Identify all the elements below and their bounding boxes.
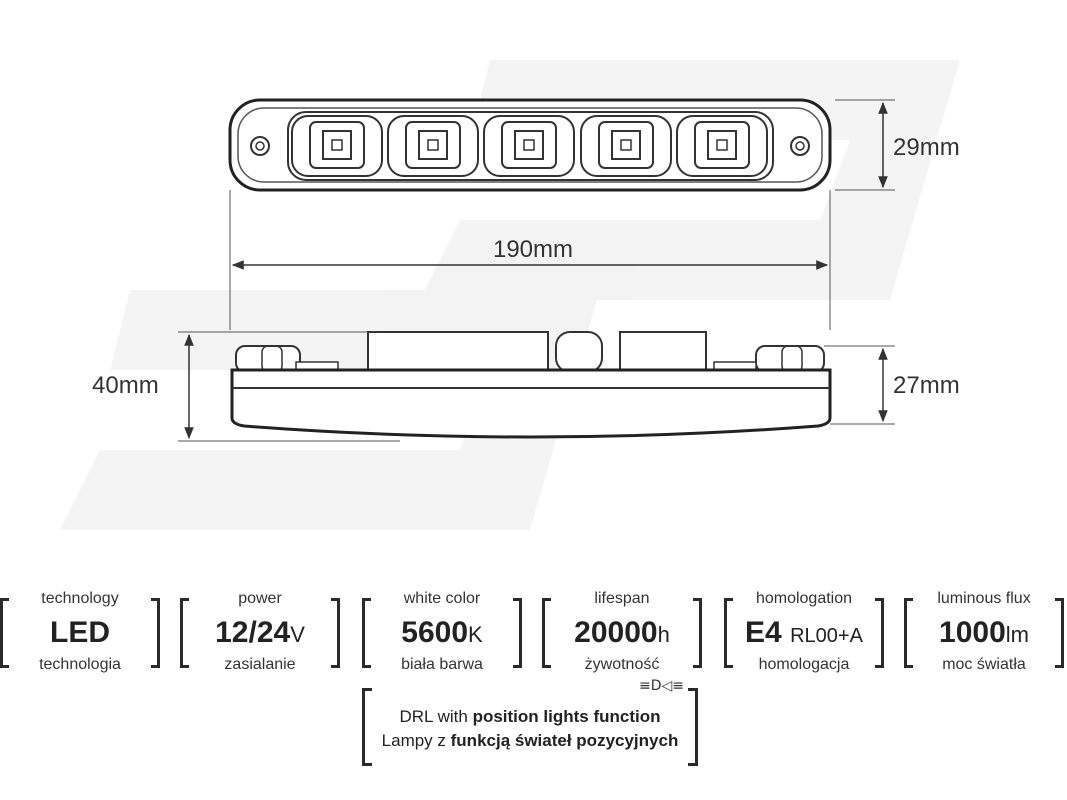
spec-value: 12/24 — [215, 616, 291, 649]
depth-side-label: 27mm — [893, 372, 960, 399]
lamp-side-view — [230, 331, 832, 439]
spec-lifespan: lifespan 20000h żywotność — [542, 590, 702, 673]
drl-line-pl: Lampy z funkcją świateł pozycyjnych — [362, 731, 698, 751]
bracket-left — [180, 598, 189, 668]
spec-value: 5600 — [401, 616, 469, 649]
spec-label-pl: technologia — [35, 656, 125, 673]
spec-label-pl: zasialanie — [220, 656, 300, 673]
spec-value: E4 — [745, 616, 782, 649]
dimension-height-top: 29mm — [835, 99, 960, 191]
drl-line-en: DRL with position lights function — [362, 707, 698, 727]
led-module — [291, 115, 383, 177]
spec-label-en: homologation — [751, 590, 857, 607]
drl-line-en-bold: position lights function — [472, 707, 661, 726]
spec-label-en: power — [234, 590, 286, 607]
spec-unit: K — [468, 622, 483, 647]
dimension-depth-side: 27mm — [824, 345, 960, 425]
position-light-symbol-icon: ≡D◁≡ — [638, 678, 684, 694]
spec-unit: V — [290, 622, 305, 647]
spec-power: power 12/24V zasialanie — [180, 590, 340, 673]
spec-value: 1000 — [939, 616, 1006, 649]
lamp-top-view — [228, 98, 832, 192]
spec-label-en: lifespan — [590, 590, 654, 607]
height-top-label: 29mm — [893, 134, 960, 161]
spec-homologation: homologation E4 RL00+A homologacja — [724, 590, 884, 673]
drl-line-en-normal: DRL with — [399, 707, 473, 726]
bracket-right — [688, 688, 698, 766]
bracket-left — [724, 598, 733, 668]
spec-unit: lm — [1005, 622, 1029, 647]
spec-unit: h — [657, 622, 670, 647]
bracket-left — [904, 598, 913, 668]
spec-technology: technology LED technologia — [0, 590, 160, 673]
bracket-left — [0, 598, 9, 668]
bracket-right — [151, 598, 160, 668]
mount-hole-left — [250, 136, 270, 156]
dimension-length: 190mm — [229, 190, 831, 330]
drl-function-box: ≡D◁≡ DRL with position lights function L… — [362, 678, 698, 768]
led-module — [387, 115, 479, 177]
bracket-left — [362, 598, 371, 668]
spec-luminous-flux: luminous flux 1000lm moc światła — [904, 590, 1064, 673]
spec-label-en: white color — [399, 590, 485, 607]
mount-hole-right — [790, 136, 810, 156]
spec-label-pl: żywotność — [580, 656, 664, 673]
bracket-right — [331, 598, 340, 668]
spec-value: 20000 — [574, 616, 658, 649]
bracket-right — [693, 598, 702, 668]
bracket-right — [513, 598, 522, 668]
drl-line-pl-normal: Lampy z — [381, 731, 451, 750]
spec-label-en: technology — [37, 590, 123, 607]
drl-line-pl-bold: funkcją świateł pozycyjnych — [450, 731, 679, 750]
spec-label-en: luminous flux — [933, 590, 1035, 607]
spec-label-pl: moc światła — [938, 656, 1030, 673]
technical-drawing: 29mm 190mm 40mm 27mm — [60, 60, 960, 530]
spec-value: LED — [50, 616, 110, 649]
led-module — [483, 115, 575, 177]
bracket-right — [875, 598, 884, 668]
led-module — [580, 115, 672, 177]
led-module — [676, 115, 768, 177]
dimension-height-side: 40mm — [92, 331, 400, 442]
bracket-left — [362, 688, 372, 766]
spec-white-color: white color 5600K biała barwa — [362, 590, 522, 673]
bracket-right — [1055, 598, 1064, 668]
spec-label-pl: homologacja — [754, 656, 854, 673]
height-side-label: 40mm — [92, 372, 159, 399]
spec-unit: RL00+A — [790, 625, 863, 647]
spec-label-pl: biała barwa — [397, 656, 487, 673]
bracket-left — [542, 598, 551, 668]
length-label: 190mm — [493, 236, 573, 263]
